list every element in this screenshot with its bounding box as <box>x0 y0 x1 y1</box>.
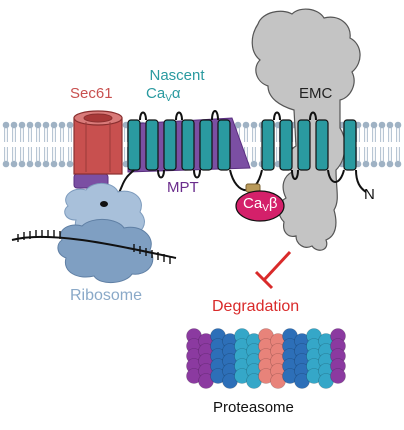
proteasome-label: Proteasome <box>213 399 294 416</box>
lipid-head <box>362 160 370 168</box>
emc-helices <box>261 119 357 171</box>
lipid-head <box>370 160 378 168</box>
cav-alpha-subscript: V <box>165 93 172 104</box>
cav-beta-base: Ca <box>243 195 263 212</box>
n-terminus-label: N <box>364 186 375 203</box>
lipid-head <box>10 160 18 168</box>
lipid-head <box>50 121 58 129</box>
lipid-head <box>26 160 34 168</box>
lipid-head <box>394 121 402 129</box>
proteasome <box>186 328 346 389</box>
lipid-head <box>250 121 258 129</box>
lipid-head <box>2 121 10 129</box>
cav-alpha-greek: α <box>171 85 181 102</box>
lipid-head <box>2 160 10 168</box>
lipid-head <box>42 121 50 129</box>
lipid-head <box>42 160 50 168</box>
cav-beta-subscript: V <box>262 203 269 214</box>
lipid-head <box>362 121 370 129</box>
cav-beta-label: CaVβ <box>243 196 278 214</box>
lipid-head <box>378 160 386 168</box>
lipid-head <box>386 121 394 129</box>
mrna-strand <box>11 235 177 259</box>
cav-beta-greek: β <box>268 195 278 212</box>
lipid-head <box>58 121 66 129</box>
nascent-label: Nascent <box>149 67 205 84</box>
lipid-head <box>242 121 250 129</box>
lipid-head <box>10 121 18 129</box>
lipid-head <box>250 160 258 168</box>
cav-alpha-base: Ca <box>146 85 166 102</box>
lipid-head <box>66 121 74 129</box>
lipid-head <box>66 160 74 168</box>
lipid-head <box>386 160 394 168</box>
mrna-ticks <box>17 230 171 264</box>
lipid-head <box>58 160 66 168</box>
proteasome-subunit <box>330 368 346 384</box>
sec61-label: Sec61 <box>70 85 113 102</box>
cav-beta-subunit <box>235 183 285 222</box>
lipid-head <box>394 160 402 168</box>
lipid-head <box>50 160 58 168</box>
lipid-head <box>370 121 378 129</box>
degradation-label: Degradation <box>212 298 300 315</box>
lipid-head <box>234 121 242 129</box>
ribosome-label: Ribosome <box>70 287 143 304</box>
degradation-inhibition-arrow <box>254 250 292 290</box>
lipid-head <box>34 160 42 168</box>
lipid-head <box>26 121 34 129</box>
lipid-head <box>18 160 26 168</box>
cav-alpha-label: CaVα <box>146 86 181 104</box>
mpt-label: MPT <box>167 179 199 196</box>
lipid-head <box>18 121 26 129</box>
ribosome <box>57 183 154 283</box>
nascent-helices <box>127 119 231 171</box>
lipid-head <box>34 121 42 129</box>
lipid-head <box>378 121 386 129</box>
sec61-translocon <box>73 110 123 175</box>
emc-label: EMC <box>299 85 333 102</box>
